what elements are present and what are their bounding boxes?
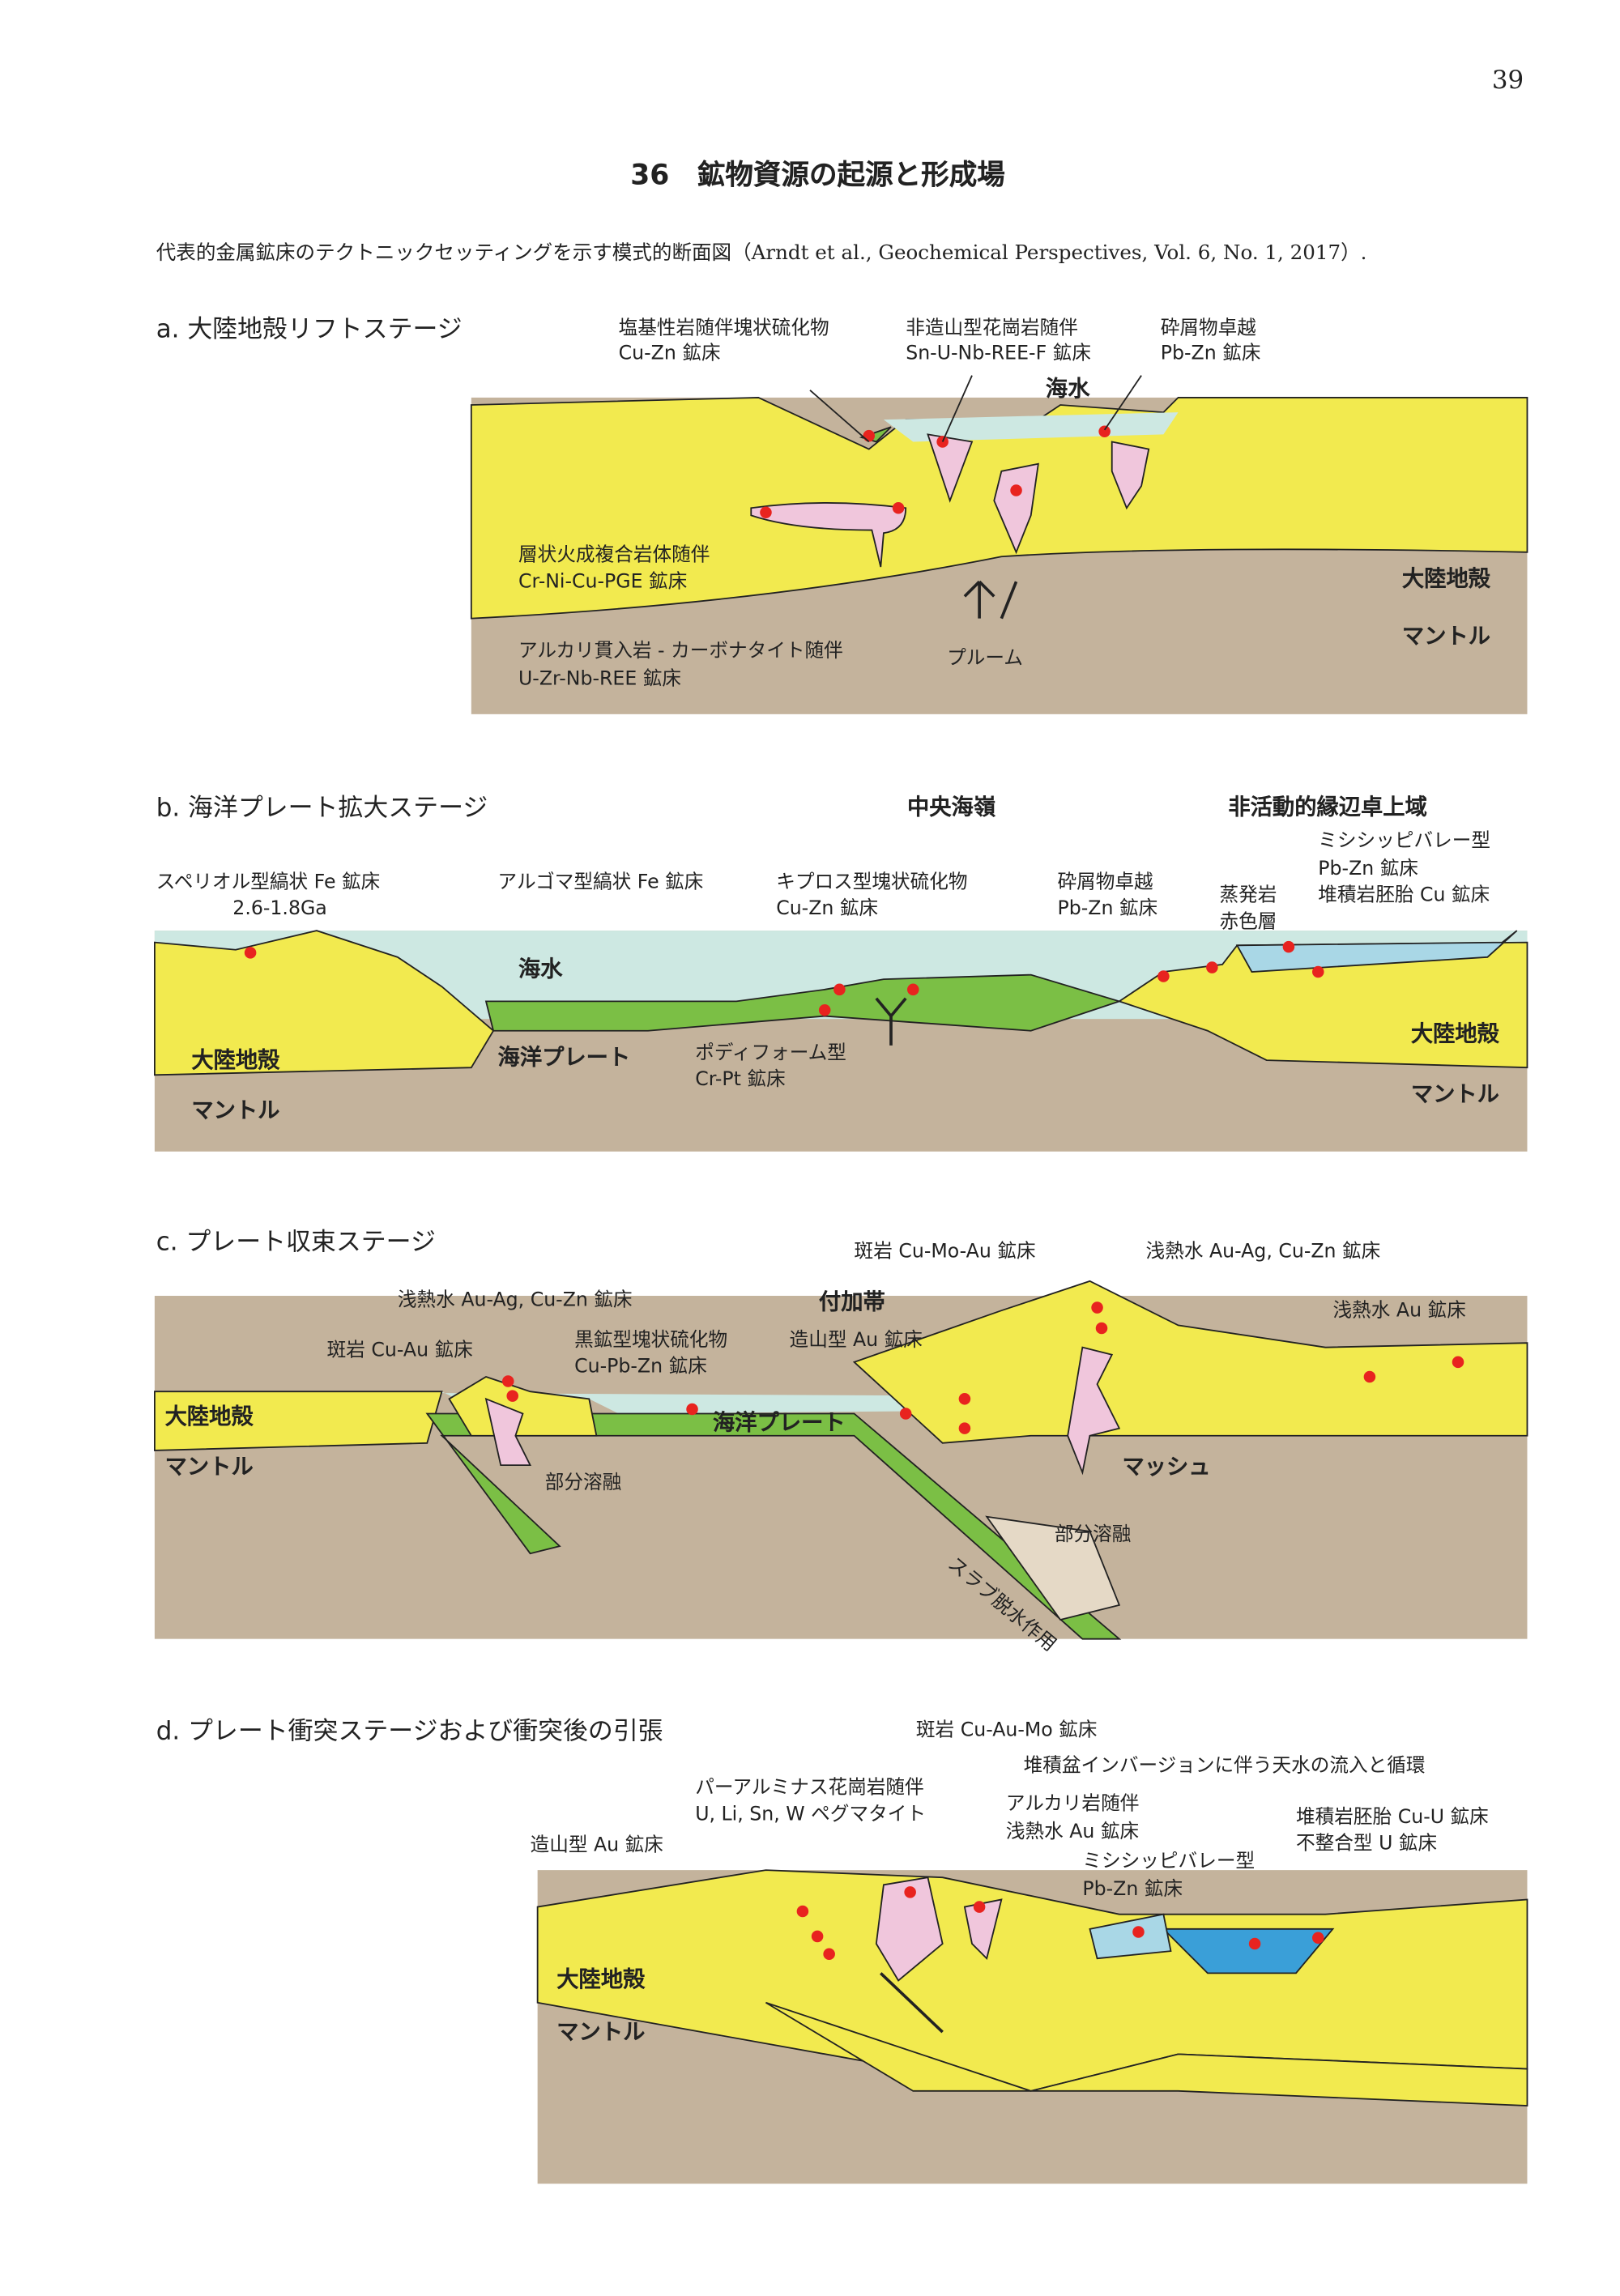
label: パーアルミナス花崗岩随伴: [695, 1777, 924, 1800]
label: U, Li, Sn, W ペグマタイト: [695, 1804, 927, 1826]
panel-d-title: d. プレート衝突ステージおよび衝突後の引張: [156, 1717, 663, 1747]
page-title: 36 鉱物資源の起源と形成場: [630, 159, 1005, 192]
label: Pb-Zn 鉱床: [1160, 343, 1261, 365]
label: 塩基性岩随伴塊状硫化物: [618, 317, 829, 341]
label: プルーム: [947, 648, 1023, 671]
panel-a-diagram: [470, 375, 1528, 714]
label: 砕屑物卓越: [1057, 871, 1153, 894]
label: Pb-Zn 鉱床: [1082, 1879, 1183, 1902]
panel-c-diagram: [154, 1280, 1528, 1640]
label: 浅熱水 Au 鉱床: [1005, 1821, 1140, 1844]
label: Cu-Zn 鉱床: [776, 898, 879, 921]
label: 部分溶融: [544, 1472, 622, 1495]
label: 浅熱水 Au-Ag, Cu-Zn 鉱床: [1145, 1241, 1381, 1264]
page-number: 39: [1491, 66, 1524, 96]
label: マントル: [191, 1097, 280, 1124]
label: ミシシッピバレー型: [1082, 1851, 1256, 1873]
label: 浅熱水 Au-Ag, Cu-Zn 鉱床: [397, 1289, 633, 1313]
label: キプロス型塊状硫化物: [776, 871, 968, 894]
plume-arrow-icon: [963, 580, 1018, 620]
label: 斑岩 Cu-Au 鉱床: [326, 1340, 473, 1362]
panel-b-diagram: [154, 930, 1528, 1152]
label: 造山型 Au 鉱床: [530, 1834, 663, 1857]
label: 堆積岩胚胎 Cu 鉱床: [1318, 884, 1490, 908]
label: 大陸地殻: [191, 1046, 280, 1074]
label: アルカリ貫入岩 - カーボナタイト随伴: [518, 640, 843, 663]
label: 大陸地殻: [1401, 565, 1491, 592]
label: 造山型 Au 鉱床: [789, 1329, 923, 1352]
label: 層状火成複合岩体随伴: [518, 544, 710, 568]
label: 海水: [518, 956, 563, 982]
label: 非造山型花崗岩随伴: [906, 317, 1078, 341]
label: Cu-Zn 鉱床: [618, 343, 721, 365]
granite-a3: [1111, 441, 1150, 510]
label: U-Zr-Nb-REE 鉱床: [518, 668, 682, 691]
label: Cr-Pt 鉱床: [695, 1069, 786, 1092]
label: 斑岩 Cu-Au-Mo 鉱床: [915, 1719, 1098, 1742]
label: マントル: [1401, 623, 1491, 650]
label: 大陸地殻: [556, 1966, 646, 1993]
label: 不整合型 U 鉱床: [1296, 1833, 1438, 1855]
label: 大陸地殻: [164, 1403, 254, 1430]
label: 砕屑物卓越: [1160, 317, 1256, 341]
label: 堆積岩胚胎 Cu-U 鉱床: [1296, 1806, 1489, 1830]
panel-d-diagram: [536, 1869, 1528, 2184]
label: 2.6-1.8Ga: [232, 898, 327, 921]
granite-a1: [927, 433, 974, 503]
crust-c-right: [852, 1280, 1528, 1444]
partial-melt-zone: [985, 1515, 1121, 1621]
label: 堆積盆インバージョンに伴う天水の流入と循環: [1023, 1755, 1426, 1778]
granite-d1: [875, 1876, 944, 1982]
subducting-plate: [425, 1412, 1122, 1640]
label: Pb-Zn 鉱床: [1318, 858, 1419, 881]
panel-b-title: b. 海洋プレート拡大ステージ: [156, 794, 488, 824]
label: マントル: [1410, 1080, 1499, 1108]
panel-a-title: a. 大陸地殻リフトステージ: [156, 315, 463, 345]
label: Pb-Zn 鉱床: [1057, 898, 1158, 921]
label: Sn-U-Nb-REE-F 鉱床: [906, 343, 1091, 365]
label: 大陸地殻: [1410, 1020, 1499, 1047]
label: 部分溶融: [1054, 1523, 1132, 1547]
label: ポディフォーム型: [695, 1042, 846, 1065]
upwelling-arrow-icon: [875, 997, 907, 1046]
crust-b-left: [154, 930, 495, 1076]
figure-caption: 代表的金属鉱床のテクトニックセッティングを示す模式的断面図（Arndt et a…: [156, 241, 1367, 266]
label: 赤色層: [1219, 911, 1277, 934]
granite-a2: [993, 462, 1039, 555]
crust-c-left: [154, 1391, 443, 1451]
magma-mush: [1067, 1346, 1121, 1476]
granite-d2: [963, 1898, 1003, 1960]
fault-arrow-icon: [880, 1972, 944, 2034]
layered-intrusion: [750, 502, 907, 568]
label: 斑岩 Cu-Mo-Au 鉱床: [854, 1241, 1036, 1264]
label: 中央海嶺: [907, 794, 996, 820]
label: Cu-Pb-Zn 鉱床: [574, 1356, 707, 1378]
carbonate-platform: [1235, 930, 1518, 973]
label: 黒鉱型塊状硫化物: [574, 1329, 728, 1352]
label: アルゴマ型縞状 Fe 鉱床: [497, 871, 704, 894]
label: 海洋プレート: [497, 1044, 631, 1071]
label: 付加帯: [818, 1288, 885, 1315]
label: スペリオル型縞状 Fe 鉱床: [156, 871, 381, 894]
label: 海水: [1045, 375, 1090, 403]
label: アルカリ岩随伴: [1005, 1793, 1140, 1816]
label: Cr-Ni-Cu-PGE 鉱床: [518, 571, 688, 594]
sedimentary-basin: [1162, 1928, 1335, 1974]
arc-c-left: [448, 1376, 598, 1437]
label: 海洋プレート: [713, 1409, 846, 1436]
label: 非活動的縁辺卓上域: [1228, 794, 1427, 820]
label: マッシュ: [1122, 1453, 1211, 1480]
label: マントル: [164, 1453, 254, 1480]
panel-c-title: c. プレート収束ステージ: [156, 1228, 436, 1258]
label: 浅熱水 Au 鉱床: [1332, 1300, 1466, 1323]
crust-b-right: [1117, 941, 1528, 1069]
label: ミシシッピバレー型: [1318, 830, 1491, 853]
label: 蒸発岩: [1219, 884, 1277, 908]
label: マントル: [556, 2018, 646, 2046]
